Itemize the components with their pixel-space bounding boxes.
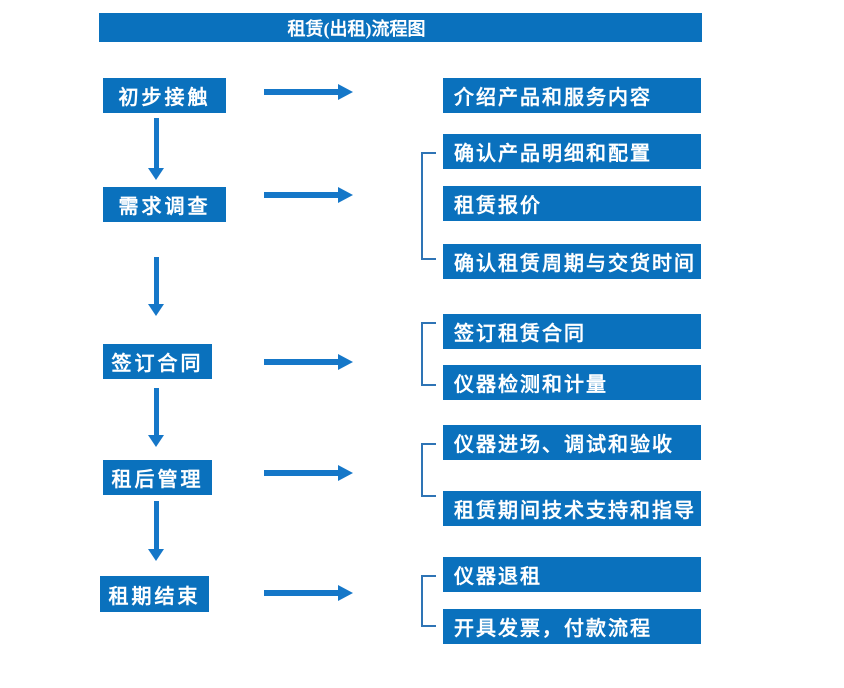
substep-label: 确认产品明细和配置 [454,143,652,165]
substep-label: 仪器退租 [454,566,542,588]
down-arrow-3 [148,388,164,447]
right-arrow-5 [264,585,353,601]
down-arrow-2 [148,257,164,316]
step-box-initial-contact: 初步接触 [103,78,226,113]
arrow-shaft [154,388,159,436]
right-arrow-1 [264,84,353,100]
substep-box-technical-support: 租赁期间技术支持和指导 [443,491,701,526]
group-bracket-sign-contract [421,322,436,386]
step-box-rental-end: 租期结束 [100,576,209,612]
group-bracket-demand-survey [421,152,436,260]
step-label: 租后管理 [111,469,204,491]
right-arrow-3 [264,354,353,370]
substep-label: 租赁报价 [454,195,542,217]
step-label: 签订合同 [111,353,204,375]
substep-box-confirm-product-details: 确认产品明细和配置 [443,134,701,169]
flowchart-title-bar: 租赁(出租)流程图 [99,13,702,42]
arrow-head [338,465,353,481]
down-arrow-4 [148,501,164,561]
step-label: 租期结束 [108,585,201,608]
group-bracket-post-rental [421,443,436,497]
arrow-head [338,187,353,203]
arrow-head [148,435,164,447]
substep-label: 租赁期间技术支持和指导 [454,500,696,522]
arrow-shaft [264,89,339,95]
substep-box-sign-rental-contract: 签订租赁合同 [443,314,701,349]
step-box-demand-survey: 需求调查 [103,187,226,222]
step-label: 初步接触 [118,87,211,109]
arrow-head [338,84,353,100]
substep-label: 仪器检测和计量 [454,374,608,396]
substep-label: 仪器进场、调试和验收 [454,434,674,456]
substep-label: 确认租赁周期与交货时间 [454,253,696,275]
arrow-shaft [264,470,339,476]
arrow-shaft [264,192,339,198]
step-box-sign-contract: 签订合同 [103,344,212,379]
substep-box-confirm-rental-period: 确认租赁周期与交货时间 [443,244,701,279]
arrow-shaft [154,501,159,550]
arrow-head [338,354,353,370]
arrow-head [148,304,164,316]
arrow-head [338,585,353,601]
arrow-shaft [264,359,339,365]
substep-box-instrument-setup: 仪器进场、调试和验收 [443,425,701,460]
step-box-post-rental-management: 租后管理 [103,460,212,495]
step-label: 需求调查 [118,196,211,218]
substep-box-instrument-testing: 仪器检测和计量 [443,365,701,400]
right-arrow-4 [264,465,353,481]
substep-label: 介绍产品和服务内容 [454,87,652,109]
substep-box-instrument-return: 仪器退租 [443,557,701,592]
arrow-shaft [154,118,159,169]
substep-box-rental-quotation: 租赁报价 [443,186,701,221]
substep-box-invoice-payment: 开具发票，付款流程 [443,609,701,644]
arrow-head [148,549,164,561]
right-arrow-2 [264,187,353,203]
arrow-shaft [264,590,339,596]
group-bracket-rental-end [421,575,436,627]
substep-label: 开具发票，付款流程 [454,618,652,640]
arrow-shaft [154,257,159,305]
arrow-head [148,168,164,180]
flowchart-title: 租赁(出租)流程图 [287,18,426,39]
substep-box-introduce-products: 介绍产品和服务内容 [443,78,701,113]
down-arrow-1 [148,118,164,180]
substep-label: 签订租赁合同 [454,323,586,345]
